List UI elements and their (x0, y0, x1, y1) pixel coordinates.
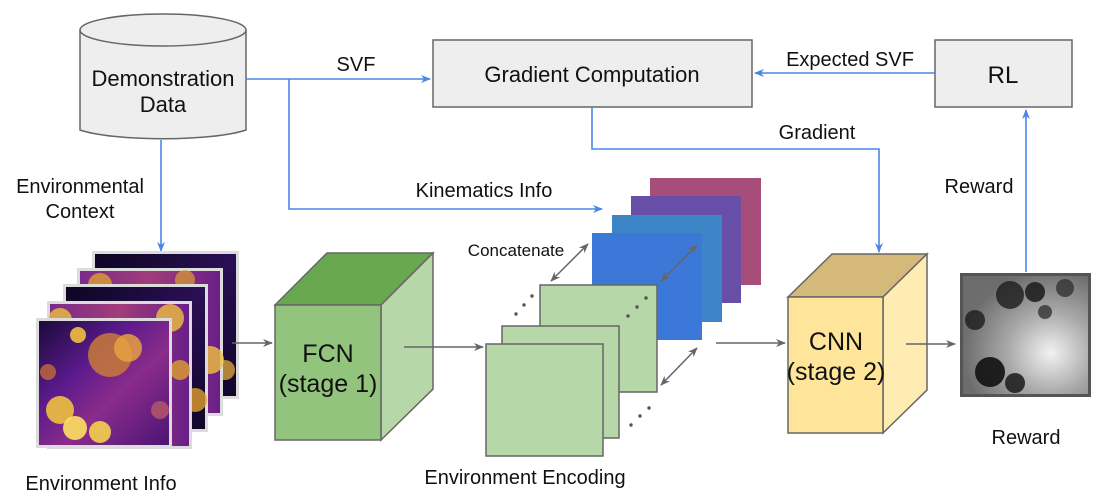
gradient-label: Gradient (779, 122, 856, 144)
fcn-label-1: FCN (302, 340, 353, 368)
concatenate-label: Concatenate (468, 241, 564, 260)
expected-svf-label: Expected SVF (786, 49, 914, 71)
blue-edges (157, 69, 1030, 272)
demonstration-data-label-2: Data (140, 92, 187, 117)
concatenate-arrow (660, 244, 698, 282)
concatenate-arrow (550, 243, 589, 282)
demonstration-data-node: Demonstration Data (79, 13, 247, 140)
svf-label: SVF (337, 54, 376, 76)
environmental-context-label-1: Environmental (16, 176, 144, 198)
kinematics-info-arrow (288, 79, 603, 213)
env-map-layer-front (36, 318, 172, 448)
reward-up-label: Reward (945, 176, 1014, 198)
fcn-label-2: (stage 1) (279, 370, 378, 398)
reward-map (960, 273, 1091, 397)
gradient-arrow (591, 107, 883, 253)
environmental-context-label-2: Context (46, 201, 115, 223)
demonstration-data-label-1: Demonstration (91, 66, 234, 91)
rl-node: RL (934, 39, 1073, 108)
gradient-computation-box (432, 39, 753, 108)
concatenate-arrow (660, 347, 698, 386)
encoding-layer-front (485, 343, 604, 457)
environment-info-stack (36, 251, 239, 449)
gradient-computation-label: Gradient Computation (484, 62, 699, 87)
cnn-label-2: (stage 2) (787, 358, 886, 386)
fcn-cube-front (274, 304, 382, 441)
environment-encoding-stack (485, 284, 658, 457)
cnn-label-1: CNN (809, 328, 863, 356)
cylinder-top (79, 13, 247, 47)
ellipsis-dots (514, 294, 651, 427)
concatenate-arrows (550, 243, 698, 386)
cnn-cube-front (787, 296, 884, 434)
cnn-cube (786, 252, 929, 435)
kinematics-info-label: Kinematics Info (416, 180, 553, 202)
gradient-computation-node: Gradient Computation (432, 39, 753, 108)
rl-label: RL (988, 62, 1019, 89)
environment-encoding-caption: Environment Encoding (424, 467, 625, 489)
reward-caption: Reward (992, 427, 1061, 449)
cylinder-body (79, 30, 247, 140)
environment-info-caption: Environment Info (25, 473, 176, 495)
